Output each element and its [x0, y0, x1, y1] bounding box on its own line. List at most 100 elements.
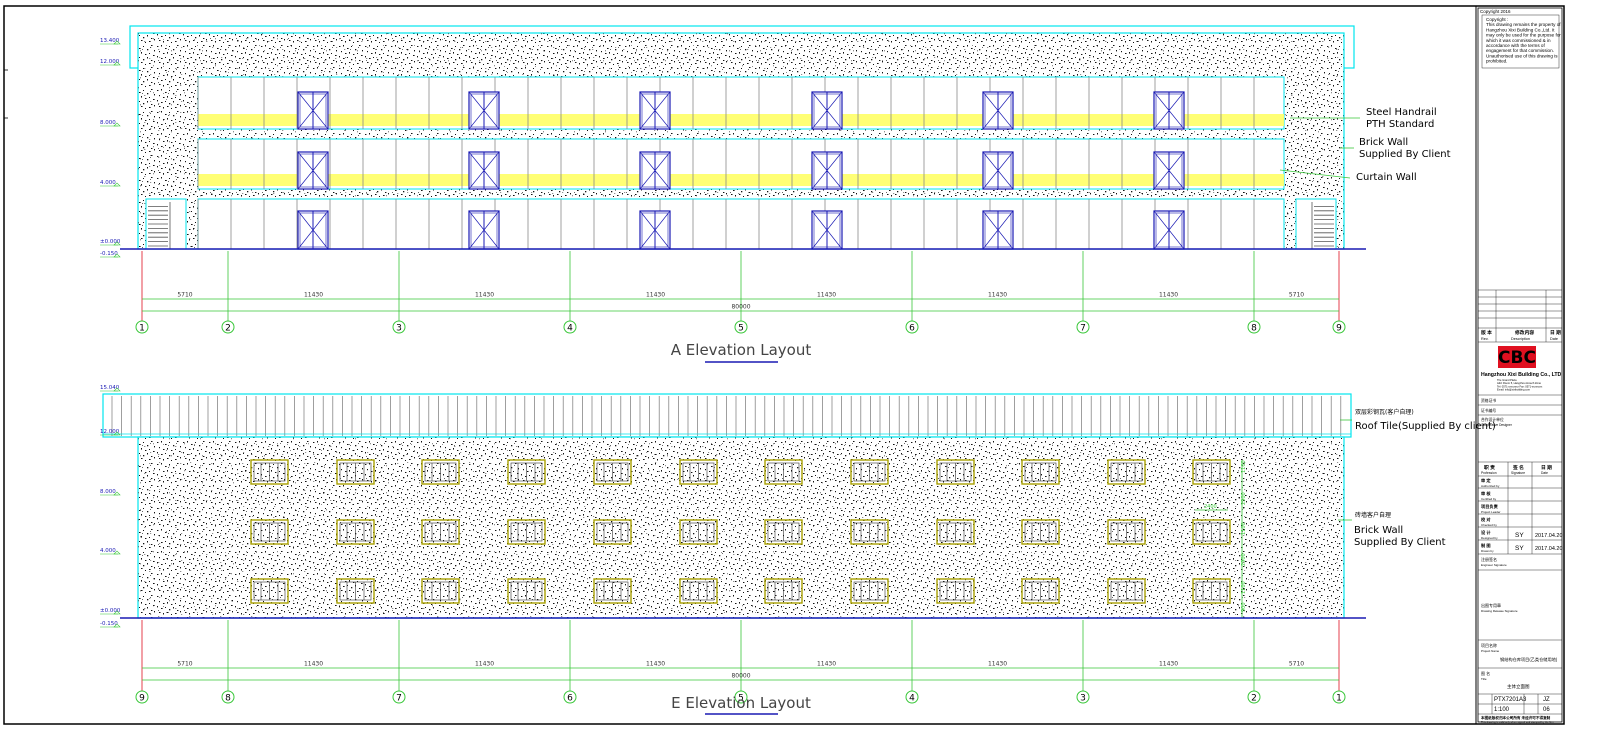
window-e-2-2: [336, 519, 375, 545]
span-dimension: 11430: [817, 661, 836, 668]
svg-text:900: 900: [1241, 602, 1247, 612]
grid-bubble-9: [1332, 320, 1346, 334]
svg-text:1100: 1100: [1241, 522, 1247, 535]
window-e-3-9: [936, 578, 975, 604]
grid-bubble-2: [1247, 690, 1261, 704]
copyright-line: prohibited.: [1486, 59, 1507, 64]
svg-text:2400: 2400: [1204, 504, 1217, 510]
company-address-line: Add: Room 5, Hangzhou Hi-tech Zone: [1497, 381, 1542, 385]
window-e-2-11: [1107, 519, 1146, 545]
project-label-cn: 项目名称: [1481, 642, 1497, 648]
window-e-2-1: [250, 519, 289, 545]
company-name: Hangzhou Xixi Building Co., LTD: [1481, 372, 1562, 378]
window-e-2-3: [421, 519, 460, 545]
window-e-3-12: [1192, 578, 1231, 604]
span-dimension: 11430: [988, 661, 1007, 668]
window-e-2-5: [593, 519, 632, 545]
label-brick-wall-cn: 砖墙客户自理: [1355, 511, 1391, 519]
door-a-2-5: [982, 151, 1014, 190]
field-cert: 资格证书: [1481, 398, 1496, 403]
label-curtain-wall: Curtain Wall: [1356, 172, 1417, 183]
window-e-1-1: [250, 459, 289, 485]
copyright-line: Copyright :: [1486, 17, 1508, 22]
company-address-line: The Grand Plaza: [1497, 378, 1517, 382]
window-e-3-4: [507, 578, 546, 604]
window-e-3-8: [850, 578, 889, 604]
role-cn: 项目负责: [1481, 503, 1499, 510]
span-dimension: 11430: [1159, 661, 1178, 668]
door-a-3-4: [811, 210, 843, 250]
grid-bubble-6: [905, 320, 919, 334]
copyright-line: Unauthorised use of this drawing is: [1486, 53, 1558, 58]
span-dimension: 11430: [988, 292, 1007, 299]
sign-header-date-en: Date: [1541, 471, 1548, 475]
window-e-3-10: [1021, 578, 1060, 604]
grid-label-6: 6: [567, 694, 573, 704]
door-a-2-2: [468, 151, 500, 190]
grid-bubble-6: [563, 690, 577, 704]
window-e-3-2: [336, 578, 375, 604]
copyright-line: Hangzhou Xixi Building Co.,Ltd. It: [1486, 27, 1555, 32]
role-date: 2017.04.20: [1535, 533, 1563, 539]
grid-bubble-3: [392, 320, 406, 334]
role-en: Project Leader: [1481, 510, 1501, 514]
sign-header-profession-en: Profession: [1481, 471, 1497, 475]
window-e-1-7: [764, 459, 803, 485]
door-a-1-1: [297, 91, 329, 130]
role-cn: 审 核: [1481, 490, 1491, 497]
role-en: Designed by: [1481, 536, 1498, 540]
role-en: Drawn by: [1481, 549, 1494, 553]
window-e-1-12: [1192, 459, 1231, 485]
grid-label-2: 2: [1251, 694, 1257, 704]
desc-header-cn: 修改内容: [1514, 329, 1534, 336]
span-dimension: 11430: [475, 292, 494, 299]
svg-text:2900: 2900: [1241, 553, 1247, 566]
span-dimension: 11430: [817, 292, 836, 299]
span-dimension: 5710: [1289, 292, 1304, 299]
door-a-2-1: [297, 151, 329, 190]
window-e-3-5: [593, 578, 632, 604]
title-block: Copyright 2016 Copyright :This drawing r…: [1475, 6, 1563, 724]
company-address-line: Tel: 0571-xxxxxxxx Fax: 0571-xxxxxxxx: [1497, 384, 1543, 388]
door-a-1-4: [811, 91, 843, 130]
span-dimension: 11430: [475, 661, 494, 668]
rev-header-cn: 版 本: [1481, 329, 1492, 336]
drawing-scale: 1:100: [1494, 707, 1510, 713]
window-e-1-3: [421, 459, 460, 485]
window-e-2-4: [507, 519, 546, 545]
door-a-2-3: [639, 151, 671, 190]
label-roof-tile-cn: 双层彩钢瓦(客户自理): [1355, 408, 1414, 416]
label-brick-wall: Brick Wall: [1359, 137, 1408, 148]
role-cn: 制 图: [1481, 542, 1491, 549]
grid-bubble-7: [392, 690, 406, 704]
grid-label-4: 4: [909, 694, 915, 704]
sheet-border: [3, 5, 1565, 725]
grid-bubble-7: [1076, 320, 1090, 334]
role-signature: SY: [1515, 532, 1524, 539]
grid-bubble-9: [135, 690, 149, 704]
window-e-2-8: [850, 519, 889, 545]
door-a-1-3: [639, 91, 671, 130]
grid-label-8: 8: [1251, 324, 1257, 334]
grid-bubble-4: [905, 690, 919, 704]
grid-bubble-1: [1332, 690, 1346, 704]
date-header-cn: 日 期: [1550, 329, 1561, 336]
grid-bubble-2: [221, 320, 235, 334]
door-a-3-3: [639, 210, 671, 250]
span-dimension: 11430: [646, 292, 665, 299]
window-e-1-11: [1107, 459, 1146, 485]
steel-handrail-band-level-3: [198, 114, 1284, 126]
label-supplied-by-client-e: Supplied By Client: [1354, 537, 1446, 548]
e-elevation-title: E Elevation Layout: [671, 694, 811, 712]
copyright-line: This drawing remains the property of: [1486, 22, 1561, 27]
copyright-header: Copyright 2016: [1480, 9, 1511, 14]
level-mark: 12.000: [100, 59, 120, 65]
grid-label-5: 5: [738, 324, 744, 334]
span-dimension: 11430: [1159, 292, 1178, 299]
role-signature: SY: [1515, 545, 1524, 552]
door-a-2-6: [1153, 151, 1185, 190]
desc-header-en: Description: [1511, 337, 1530, 341]
svg-text:1100: 1100: [1241, 581, 1247, 594]
roof-tile-band: [102, 393, 1352, 438]
